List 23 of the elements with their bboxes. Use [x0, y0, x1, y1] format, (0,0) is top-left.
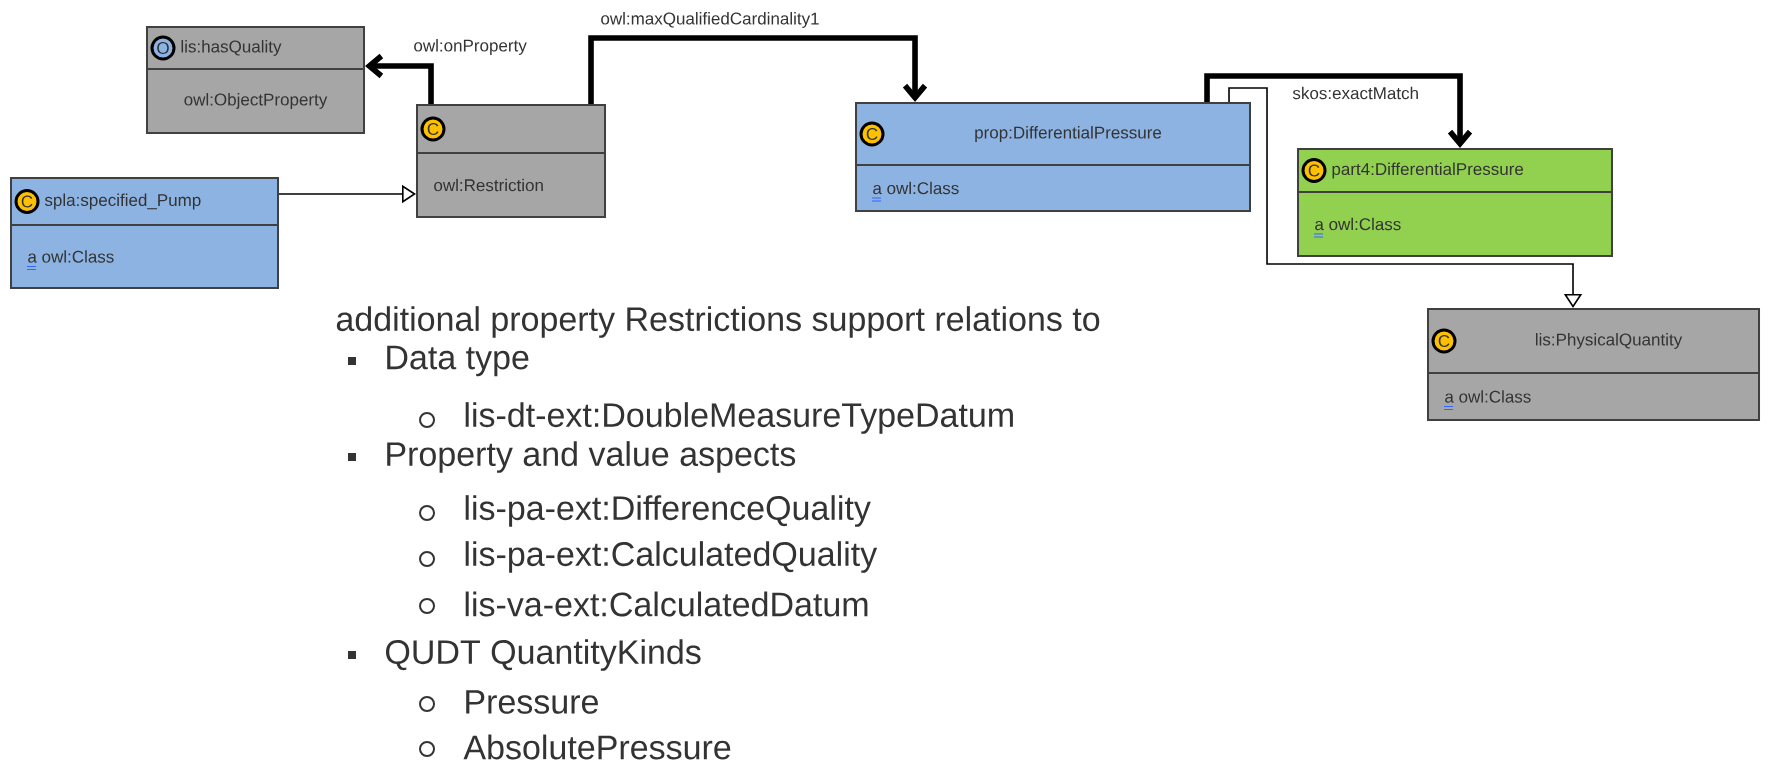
- bullet-item: QUDT QuantityKinds: [348, 639, 701, 671]
- bullet-item: Data type: [348, 345, 529, 377]
- class-box: C lis:PhysicalQuantity a owl:Class: [1427, 308, 1760, 421]
- bullet-item: lis-pa-ext:DifferenceQuality: [419, 495, 871, 527]
- bullet-item: Pressure: [419, 690, 598, 714]
- heading-text: additional property Restrictions support relations to: [336, 306, 1100, 338]
- class-box: O lis:hasQuality owl:ObjectProperty: [146, 26, 365, 134]
- bullet-item: Property and value aspects: [348, 441, 796, 473]
- bullet-item: lis-pa-ext:CalculatedQuality: [419, 541, 878, 573]
- edge-label: owl:onProperty: [411, 37, 529, 57]
- class-box: C spla:specified_Pump a owl:Class: [10, 177, 279, 289]
- bullet-item: lis-va-ext:CalculatedDatum: [419, 591, 868, 617]
- arrow: [1228, 87, 1583, 308]
- arrow: [365, 53, 434, 104]
- arrow: [588, 35, 928, 104]
- edge-label: skos:exactMatch: [1290, 84, 1421, 102]
- edge-label: owl:maxQualifiedCardinality1: [598, 10, 822, 30]
- bullet-item: lis-dt-ext:DoubleMeasureTypeDatum: [419, 402, 1013, 434]
- class-box: C prop:DifferentialPressure a owl:Class: [855, 102, 1251, 212]
- arrow: [1204, 73, 1473, 148]
- bullet-item: AbsolutePressure: [419, 734, 731, 760]
- class-box: C part4:DifferentialPressure a owl:Class: [1297, 148, 1613, 257]
- class-box: C owl:Restriction: [416, 104, 606, 218]
